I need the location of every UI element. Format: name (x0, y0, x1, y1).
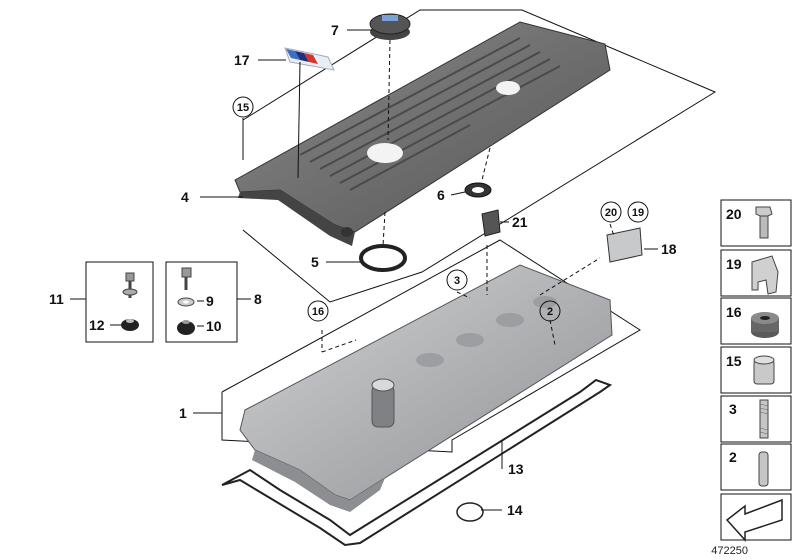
head-cover-group-frame (221, 239, 641, 453)
spacer-sleeve-icon (753, 355, 775, 385)
cylinder-head-cover (239, 264, 613, 512)
leader-lines (70, 29, 658, 511)
callout-8: 8 (254, 291, 262, 307)
legend-num-19: 19 (726, 256, 742, 272)
clip-icon (751, 255, 779, 295)
arrow-icon (725, 498, 783, 542)
legend-num-16: 16 (726, 304, 742, 320)
callout-2: 2 (547, 306, 553, 318)
callout-13: 13 (508, 461, 524, 477)
circled-callouts: 15 3 16 2 20 19 (232, 96, 649, 322)
oil-filler-cap (369, 13, 411, 40)
callout-12: 12 (89, 317, 105, 333)
legend-num-15: 15 (726, 353, 742, 369)
bracket-18 (606, 227, 643, 263)
legend-num-2: 2 (729, 449, 737, 465)
engine-cover (234, 21, 611, 246)
callout-labels: 4 5 6 7 17 21 18 1 13 14 11 12 9 10 8 (49, 22, 677, 518)
callout-15: 15 (237, 102, 249, 114)
callout-20: 20 (605, 207, 617, 219)
kit-box-8 (165, 261, 238, 343)
part-21-block (481, 209, 501, 237)
grommet-icon (751, 312, 779, 338)
seal-ring-5 (359, 244, 407, 272)
callout-21: 21 (512, 214, 528, 230)
callout-9: 9 (206, 293, 214, 309)
callout-18: 18 (661, 241, 677, 257)
callout-3: 3 (454, 275, 460, 287)
reference-number: 472250 (711, 545, 748, 557)
callout-19: 19 (632, 207, 644, 219)
legend-num-3: 3 (729, 401, 737, 417)
kit-box-11 (85, 261, 154, 343)
dashed-leaders (321, 39, 615, 353)
seal-ring-14 (456, 502, 484, 522)
callout-10: 10 (206, 318, 222, 334)
dowel-pin-icon (758, 451, 769, 487)
cover-group-frame (242, 9, 717, 303)
callout-7: 7 (331, 22, 339, 38)
m-emblem (284, 47, 335, 71)
kit-11-parts (121, 272, 139, 331)
callout-5: 5 (311, 254, 319, 270)
callout-6: 6 (437, 187, 445, 203)
legend-panel: 20 19 16 15 3 2 (720, 199, 792, 542)
bolt-icon (755, 206, 773, 239)
callout-14: 14 (507, 502, 523, 518)
callout-11: 11 (49, 291, 64, 307)
legend-num-20: 20 (726, 206, 742, 222)
kit-8-parts (177, 267, 195, 335)
callout-4: 4 (181, 189, 189, 205)
callout-16: 16 (312, 306, 324, 318)
callout-17: 17 (234, 52, 250, 68)
stud-bolt-icon (759, 399, 769, 439)
gasket (221, 378, 613, 547)
callout-1: 1 (179, 405, 187, 421)
